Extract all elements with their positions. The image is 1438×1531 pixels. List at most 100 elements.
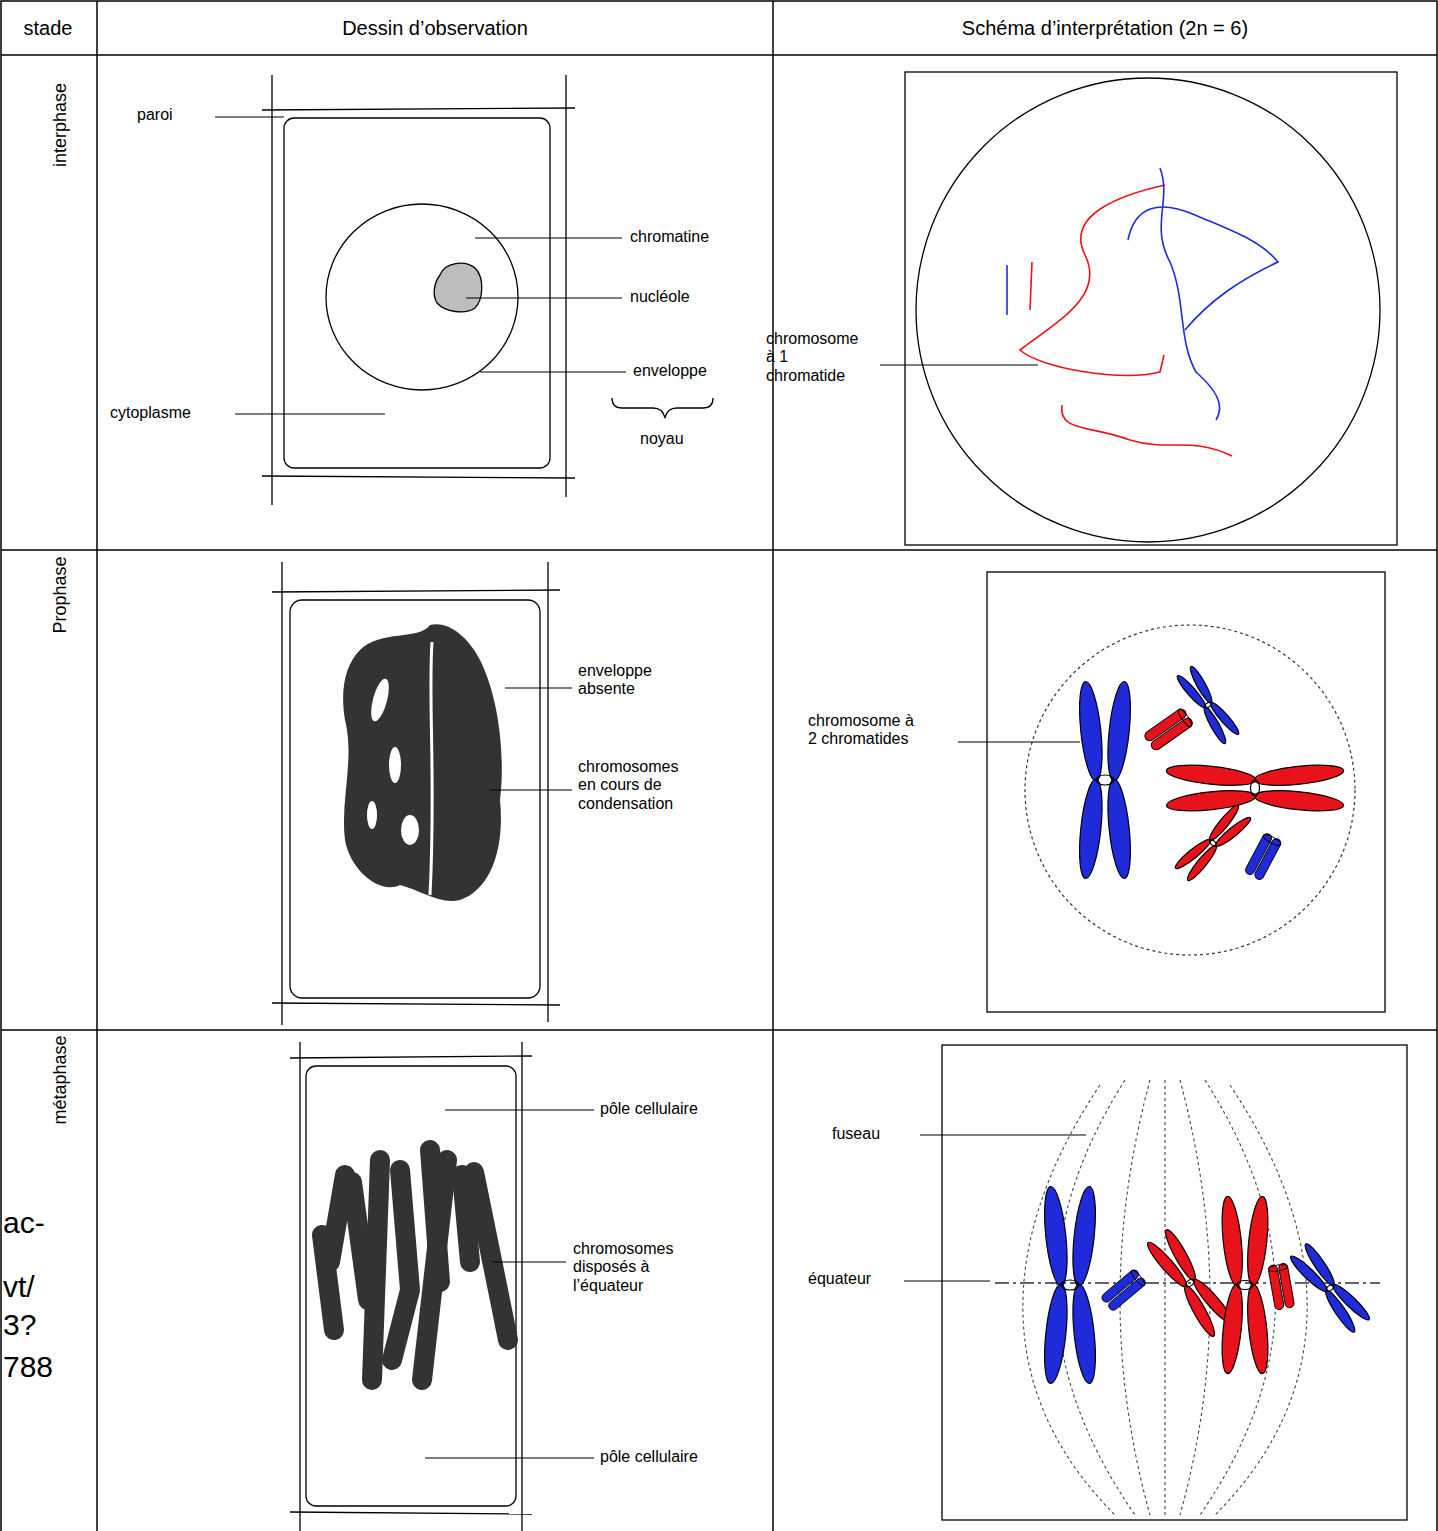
chromosome <box>372 1160 380 1380</box>
row-rule <box>1 54 1437 56</box>
part-label: chromatine <box>630 228 709 246</box>
leader-line <box>880 364 1038 365</box>
chromatin-thread <box>1006 265 1008 315</box>
leader-line <box>466 297 622 298</box>
leader-line <box>505 687 572 688</box>
column-rule <box>772 1 774 1531</box>
nucleus-envelope <box>326 204 518 390</box>
cell-wall <box>271 75 272 505</box>
leader-line <box>904 1280 990 1281</box>
column-header: stade <box>24 17 73 40</box>
cell-wall <box>290 1056 532 1058</box>
part-label: paroi <box>137 106 173 124</box>
leader-line <box>480 371 626 372</box>
gap <box>389 747 401 783</box>
chromosome <box>422 1160 447 1380</box>
stage-name: interphase <box>50 83 71 167</box>
cell-wall <box>565 75 566 497</box>
column-header: Schéma d’interprétation (2n = 6) <box>962 17 1248 40</box>
leader-line <box>920 1134 1086 1135</box>
part-label: équateur <box>808 1270 871 1288</box>
cell-wall <box>547 562 548 1022</box>
cell-wall <box>262 476 575 478</box>
chromatin-thread <box>1128 207 1278 330</box>
column-header: Dessin d’observation <box>342 17 528 40</box>
leader-line <box>492 1261 566 1262</box>
part-label: enveloppe absente <box>578 662 678 699</box>
part-label: pôle cellulaire <box>600 1100 698 1118</box>
chromatin-thread <box>1062 405 1232 456</box>
spindle-fibre <box>1215 1085 1307 1515</box>
part-label: fuseau <box>832 1125 880 1143</box>
spindle-fibre <box>1164 1080 1165 1515</box>
stray-text: ac- <box>3 1206 45 1241</box>
gap <box>368 677 393 723</box>
chromosome <box>1172 802 1254 884</box>
leader-lines <box>215 117 626 414</box>
leader-line <box>958 741 1080 742</box>
gap <box>401 815 419 845</box>
prophase-schema <box>958 572 1385 1012</box>
column-rule <box>96 1 98 1531</box>
vanishing-envelope <box>1025 625 1355 955</box>
part-label: pôle cellulaire <box>600 1448 698 1466</box>
chromosome <box>1287 1240 1373 1335</box>
cell-wall <box>281 562 282 1025</box>
cell-wall <box>299 1042 300 1531</box>
chromosome <box>1041 1185 1100 1384</box>
cell-membrane <box>290 600 540 998</box>
leader-line <box>215 116 284 117</box>
chromosome <box>1219 1195 1272 1374</box>
chromosome <box>1165 762 1344 815</box>
gap <box>430 642 432 895</box>
nucleolus <box>434 263 482 312</box>
schema-frame <box>942 1045 1407 1520</box>
cell-wall <box>272 590 560 592</box>
chromosome <box>392 1170 410 1360</box>
chromosome <box>1174 664 1242 747</box>
chromatin-thread <box>1030 262 1032 310</box>
cell-wall <box>290 1512 532 1514</box>
part-label: chromosome à 2 chromatides <box>808 712 920 749</box>
chromatin-thread <box>1160 168 1220 420</box>
condensing-chromosomes <box>343 624 502 901</box>
leader-line <box>445 1109 594 1110</box>
interphase-cell <box>262 75 713 505</box>
part-label: nucléole <box>630 288 690 306</box>
prophase-cell <box>272 562 560 1025</box>
chromosome <box>1143 707 1194 752</box>
cell-membrane <box>284 118 550 468</box>
chromosome <box>1100 1268 1147 1312</box>
cell-membrane <box>306 1066 516 1506</box>
stage-name: Prophase <box>50 556 71 633</box>
chromosome <box>322 1235 334 1330</box>
spindle-fibre <box>1023 1085 1115 1515</box>
schema-frame <box>987 572 1385 1012</box>
spindle <box>1023 1080 1307 1515</box>
metaphase-chromosomes <box>322 1150 508 1380</box>
nucleus <box>916 78 1380 542</box>
stray-text: 788 <box>3 1350 53 1385</box>
leader-line <box>425 1457 594 1458</box>
stray-text: 3? <box>3 1308 36 1343</box>
part-label: chromosomes disposés à l’équateur <box>573 1240 698 1295</box>
chromatin-mass <box>343 624 502 901</box>
part-label: chromosome à 1 chromatide <box>766 330 866 385</box>
stray-text: vt/ <box>3 1270 35 1305</box>
chromosome <box>1268 1263 1295 1311</box>
interphase-schema <box>880 72 1397 545</box>
schema-frame <box>905 72 1397 545</box>
part-label: chromosomes en cours de condensation <box>578 758 696 813</box>
leader-lines <box>490 688 572 790</box>
row-rule <box>1 1029 1437 1031</box>
row-rule <box>1 549 1437 551</box>
cell-wall <box>272 1003 560 1005</box>
part-label: enveloppe <box>633 362 707 380</box>
gap <box>367 801 377 829</box>
leader-lines <box>425 1110 594 1458</box>
stage-name: métaphase <box>50 1035 71 1124</box>
part-label: noyau <box>640 430 684 448</box>
